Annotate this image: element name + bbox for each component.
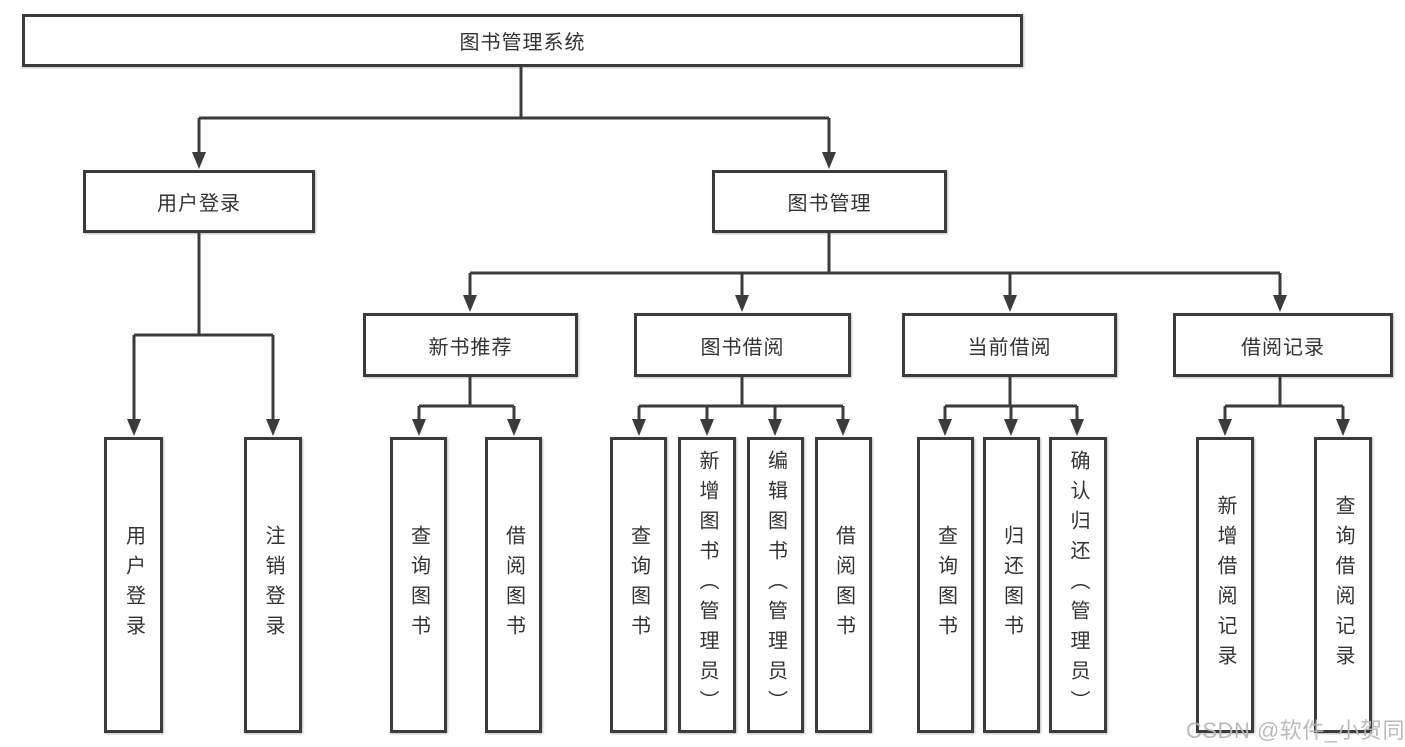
leaf-bb-query-books: 查询图书 [610, 437, 667, 733]
arrowhead [700, 419, 714, 436]
node-label: 新增图书（管理员） [696, 450, 718, 720]
arrowhead [127, 419, 141, 436]
node-label: 图书管理系统 [459, 32, 586, 54]
arrowhead [735, 295, 749, 312]
leaf-bb-borrow-books: 借阅图书 [815, 437, 872, 733]
node-label: 归还图书 [1000, 525, 1023, 645]
node-label: 查询借阅记录 [1332, 495, 1354, 675]
arrowhead [266, 419, 280, 436]
leaf-logout: 注销登录 [244, 437, 302, 733]
leaf-bb-edit-books-admin: 编辑图书（管理员） [747, 437, 804, 733]
node-new-book-recommendation: 新书推荐 [363, 313, 578, 377]
connector-user-login-to-leaves [127, 233, 280, 436]
node-borrowing-records: 借阅记录 [1173, 313, 1393, 377]
leaf-cb-confirm-return-admin: 确认归还（管理员） [1049, 437, 1107, 733]
arrowhead [1070, 419, 1084, 436]
connector-current-borrowing-to-leaves [938, 377, 1084, 436]
arrowhead [938, 419, 952, 436]
arrowhead [768, 419, 782, 436]
leaf-user-login: 用户登录 [104, 437, 163, 733]
connector-new-book-to-leaves [412, 377, 521, 436]
arrowhead [1336, 419, 1350, 436]
node-label: 借阅图书 [832, 525, 855, 645]
leaf-cb-return-books: 归还图书 [983, 437, 1040, 733]
arrowhead [463, 295, 477, 312]
node-label: 借阅记录 [1241, 336, 1325, 359]
arrowhead [836, 419, 850, 436]
connector-borrowing-records-to-leaves [1218, 377, 1350, 436]
node-label: 新书推荐 [428, 336, 513, 359]
node-label: 注销登录 [262, 525, 284, 645]
node-book-borrowing: 图书借阅 [634, 313, 851, 377]
arrowhead [632, 419, 646, 436]
csdn-watermark: CSDN @软件_小贺同学 [1186, 718, 1405, 743]
node-label: 查询图书 [627, 525, 650, 645]
arrowhead [1003, 295, 1017, 312]
node-label: 借阅图书 [502, 525, 525, 645]
connector-root-to-level2 [192, 67, 836, 169]
arrowhead [412, 419, 426, 436]
node-book-management: 图书管理 [712, 170, 947, 233]
node-label: 图书借阅 [700, 336, 785, 359]
node-label: 新增借阅记录 [1214, 495, 1236, 675]
leaf-br-add-borrow-record: 新增借阅记录 [1196, 437, 1254, 733]
connector-book-borrowing-to-leaves [632, 377, 850, 436]
node-user-login: 用户登录 [83, 170, 315, 233]
node-label: 编辑图书（管理员） [764, 450, 787, 720]
arrowhead [1273, 295, 1287, 312]
node-label: 用户登录 [157, 193, 241, 215]
arrowhead [507, 419, 521, 436]
leaf-cb-query-books: 查询图书 [917, 437, 974, 733]
node-system-root: 图书管理系统 [22, 14, 1023, 67]
node-label: 查询图书 [407, 525, 430, 645]
node-current-borrowing: 当前借阅 [902, 313, 1117, 377]
leaf-nbr-borrow-books: 借阅图书 [485, 437, 542, 733]
node-label: 确认归还（管理员） [1067, 450, 1089, 720]
node-label: 用户登录 [122, 525, 145, 645]
node-label: 查询图书 [934, 525, 957, 645]
arrowhead [192, 152, 206, 169]
connector-book-management-to-level3 [463, 233, 1287, 312]
leaf-nbr-query-books: 查询图书 [390, 437, 447, 733]
node-label: 当前借阅 [967, 336, 1052, 359]
node-label: 图书管理 [787, 193, 872, 215]
leaf-br-query-borrow-record: 查询借阅记录 [1314, 437, 1372, 733]
arrowhead [1218, 419, 1232, 436]
leaf-bb-add-books-admin: 新增图书（管理员） [678, 437, 736, 733]
arrowhead [1004, 419, 1018, 436]
arrowhead [822, 152, 836, 169]
